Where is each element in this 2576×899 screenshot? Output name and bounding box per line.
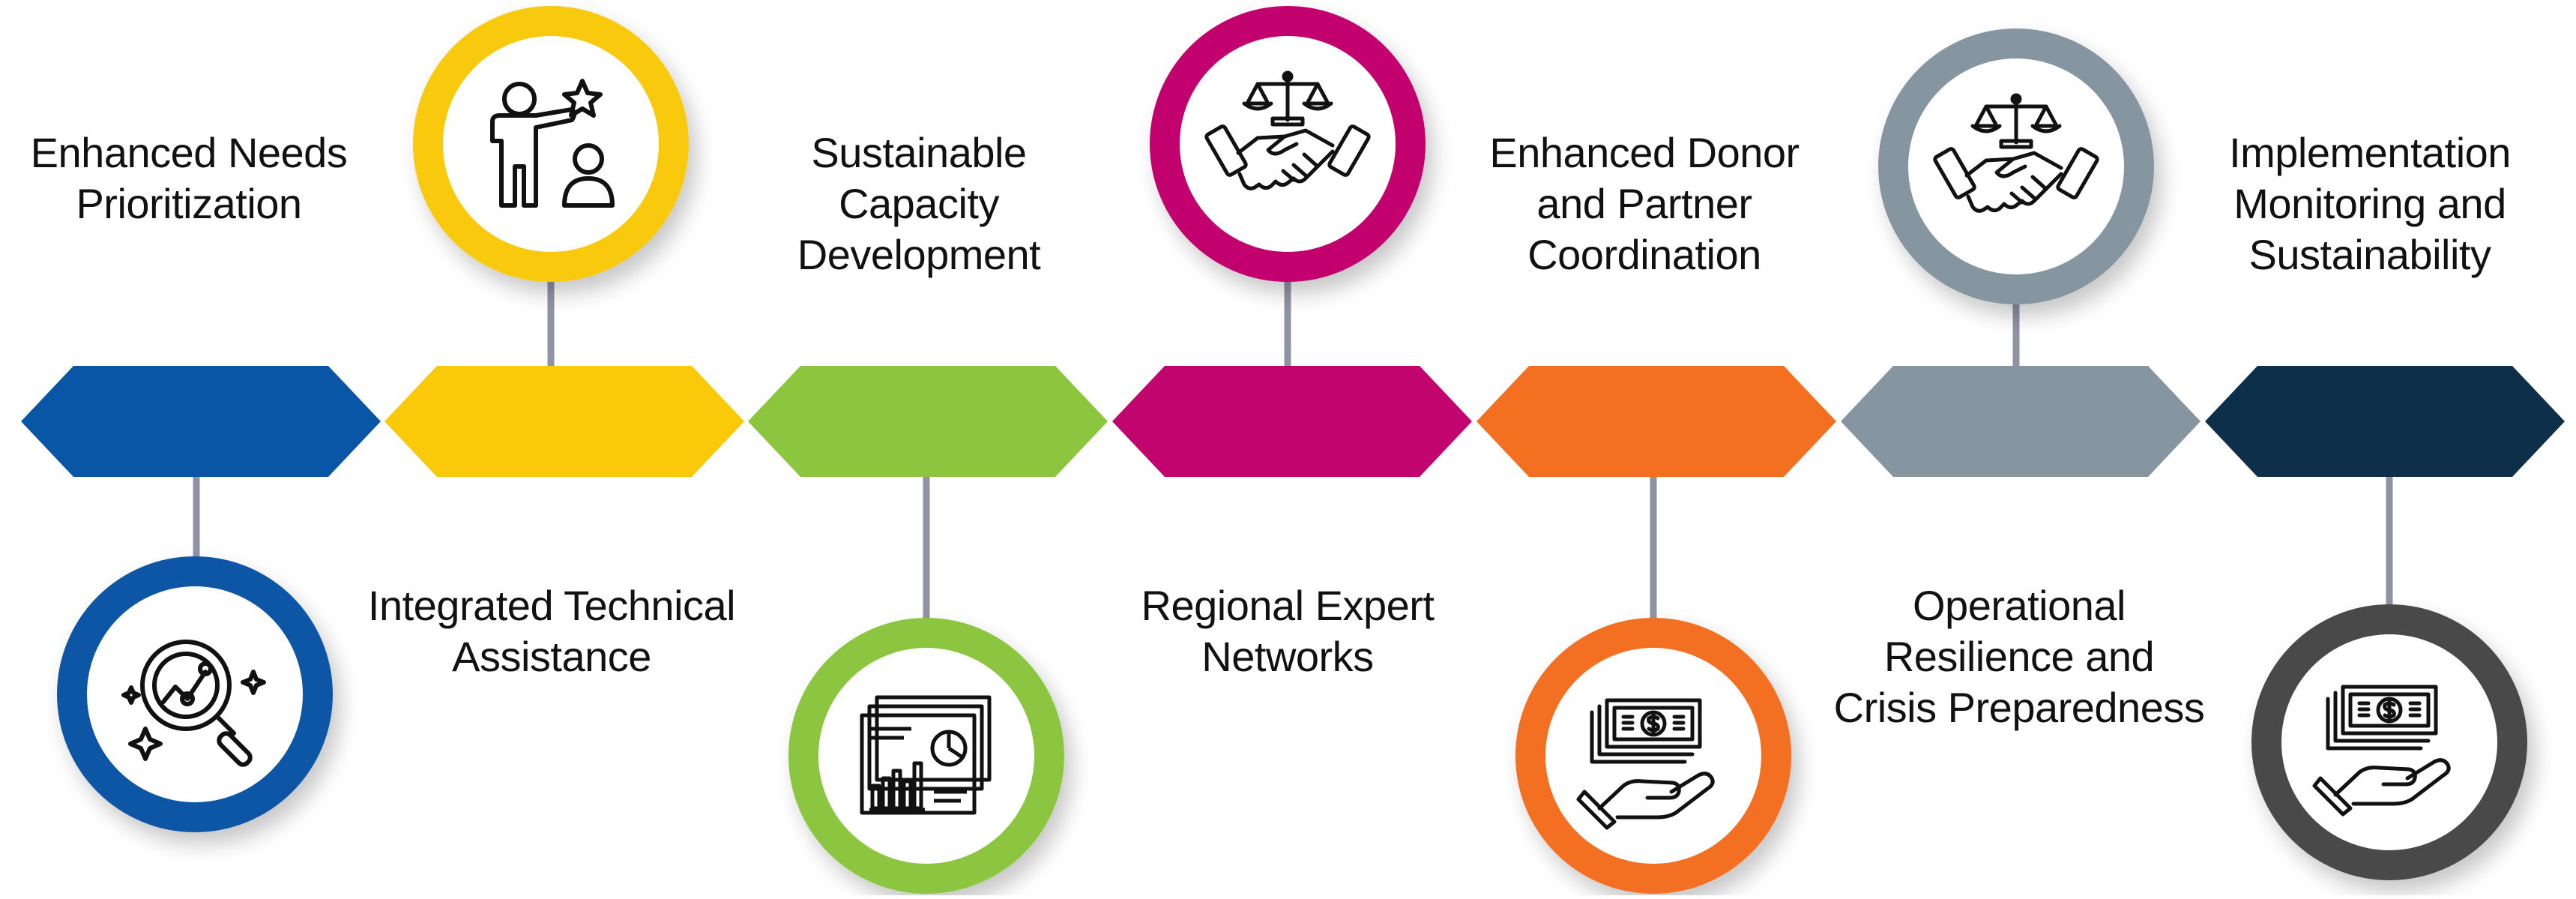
money-hand-icon bbox=[2312, 685, 2451, 817]
stage-circle bbox=[2251, 604, 2527, 880]
stage-hexagon bbox=[21, 366, 381, 477]
stage-circle bbox=[1150, 6, 1426, 282]
stage-label-line: Networks bbox=[1201, 633, 1374, 680]
stage-hexagon bbox=[1841, 366, 2201, 477]
stage-label-line: Sustainability bbox=[2248, 231, 2491, 278]
stage-hexagon bbox=[2205, 366, 2565, 477]
stage-hexagon bbox=[384, 366, 744, 477]
stage-label-line: Prioritization bbox=[76, 180, 302, 227]
stage-label-line: Monitoring and bbox=[2233, 180, 2506, 227]
stage-label-line: Sustainable bbox=[811, 129, 1027, 176]
stage-label-line: and Partner bbox=[1536, 180, 1752, 227]
stage-label-line: Integrated Technical bbox=[367, 582, 736, 629]
money-hand-icon bbox=[1576, 698, 1715, 830]
handshake-scales-icon bbox=[1933, 93, 2099, 213]
stage-label-line: Resilience and bbox=[1883, 633, 2155, 680]
stage-label-line: Coordination bbox=[1527, 231, 1761, 278]
report-dashboard-icon bbox=[860, 695, 992, 815]
stage-label-line: Development bbox=[797, 231, 1041, 278]
magnifier-analysis-icon bbox=[121, 640, 266, 767]
person-star-icon bbox=[490, 79, 615, 208]
stage-label-line: Enhanced Donor bbox=[1489, 129, 1800, 176]
stage-circle bbox=[1878, 28, 2154, 304]
stage-hexagon bbox=[1112, 366, 1472, 477]
stage-circle bbox=[1515, 618, 1791, 894]
stage-label-line: Capacity bbox=[839, 180, 999, 227]
stage-hexagon bbox=[1476, 366, 1836, 477]
stage-circle bbox=[788, 618, 1064, 894]
stage-label-line: Implementation bbox=[2229, 129, 2511, 176]
stage-hexagon bbox=[748, 366, 1108, 477]
stage-label-line: Assistance bbox=[452, 633, 651, 680]
stage-circle bbox=[57, 556, 333, 832]
stage-label-line: Operational bbox=[1912, 582, 2126, 629]
stage-label-line: Crisis Preparedness bbox=[1833, 684, 2205, 731]
handshake-scales-icon bbox=[1204, 70, 1371, 190]
stage-circle bbox=[413, 6, 689, 282]
stage-label-line: Enhanced Needs bbox=[30, 129, 348, 176]
stage-label-line: Regional Expert bbox=[1141, 582, 1435, 629]
